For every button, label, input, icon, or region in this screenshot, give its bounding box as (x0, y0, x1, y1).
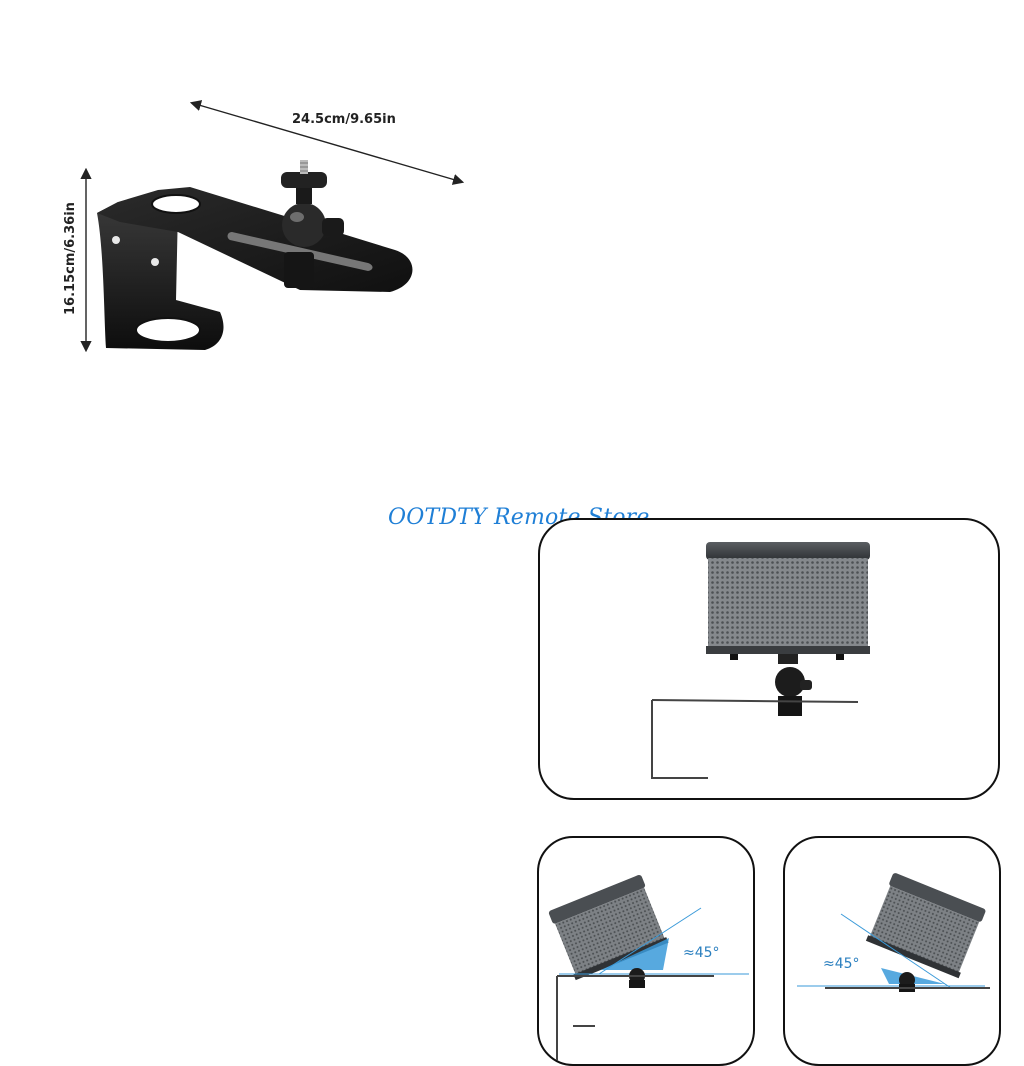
tilt-right-angle-label: ≈45° (823, 956, 860, 972)
screw-hole (151, 258, 159, 266)
tilt-right-panel: ≈45° (783, 836, 1001, 1066)
tilt-left-panel: ≈45° (537, 836, 755, 1066)
top-cutout (151, 194, 201, 214)
ballhead-neck (296, 186, 312, 204)
projector-mesh (708, 558, 868, 648)
bottom-cutout (135, 317, 201, 343)
tilt-left-angle-label: ≈45° (683, 945, 720, 961)
ballhead-plate (281, 172, 327, 188)
width-dimension-arrow (189, 100, 465, 185)
mount-arm (651, 699, 859, 703)
ballhead-ball (775, 667, 805, 697)
bracket-wall-plate (97, 202, 224, 350)
ballhead-base (284, 252, 314, 288)
projector-top-band (706, 542, 870, 560)
width-dimension-label: 24.5cm/9.65in (292, 112, 396, 127)
tilt-right-illustration (797, 873, 990, 992)
arm-slot (227, 232, 373, 271)
ballhead-knob (322, 218, 344, 236)
height-dimension-label: 16.15cm/6.36in (63, 202, 78, 315)
tilt-left-illustration (548, 874, 749, 1064)
upright-mount-illustration (651, 542, 870, 779)
ballhead-ball (282, 203, 326, 247)
screw-hole (112, 236, 120, 244)
bracket-product-illustration (80, 100, 465, 353)
upright-mount-panel (538, 518, 1000, 800)
